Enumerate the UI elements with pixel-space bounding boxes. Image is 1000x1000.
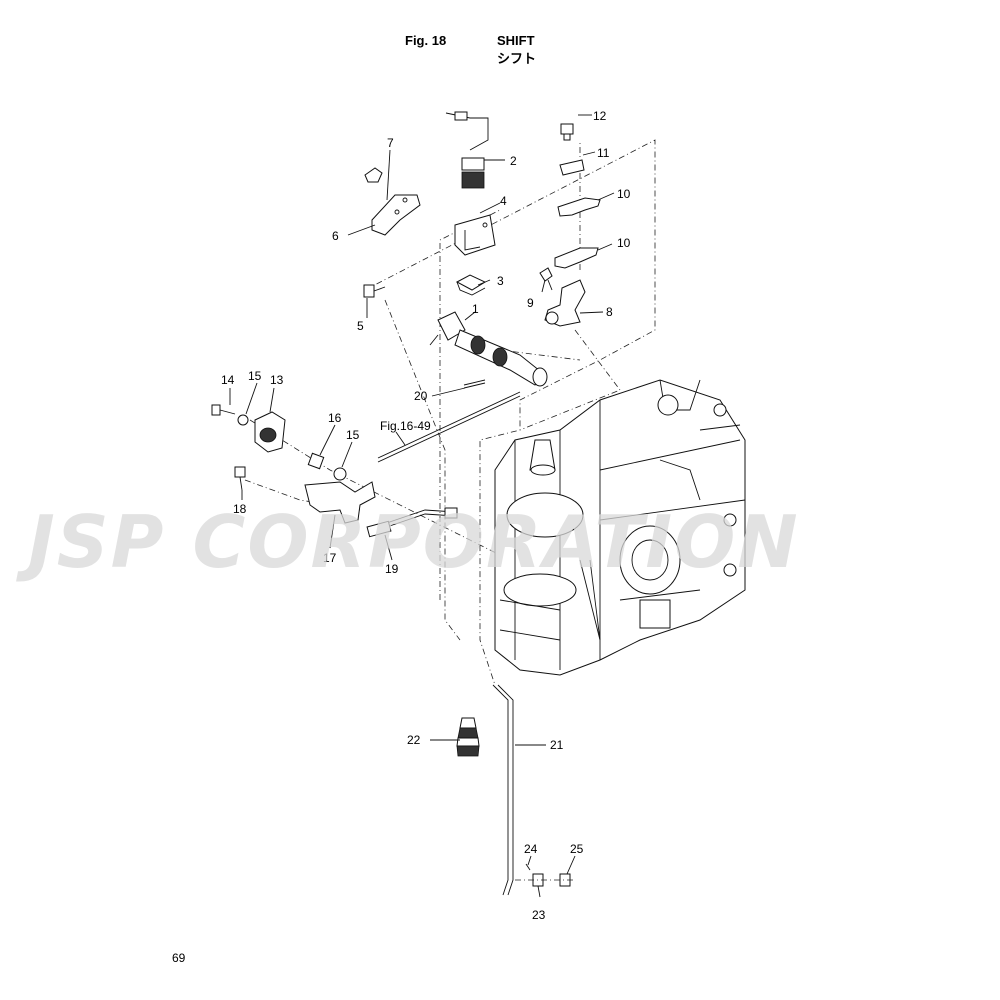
- callout-4: 4: [500, 194, 507, 208]
- part-21-shift-rod: [492, 684, 514, 896]
- callout-14: 14: [221, 373, 235, 387]
- callout-15-left: 15: [248, 369, 262, 383]
- part-1-shift-shaft: [429, 311, 548, 387]
- part-6-plate: [371, 194, 421, 236]
- callout-10-lower: 10: [617, 236, 631, 250]
- part-3-clip: [455, 274, 487, 296]
- callout-9: 9: [527, 296, 534, 310]
- callout-15-right: 15: [346, 428, 360, 442]
- figure-title-japanese: シフト: [497, 51, 537, 66]
- callout-21: 21: [550, 738, 564, 752]
- callout-8: 8: [606, 305, 613, 319]
- part-8-shift-lever: [544, 279, 586, 327]
- part-5-bolt: [363, 284, 386, 298]
- callout-2: 2: [510, 154, 517, 168]
- part-9-bolt: [539, 267, 553, 291]
- callout-12: 12: [593, 109, 607, 123]
- callout-25: 25: [570, 842, 584, 856]
- part-11-plate: [559, 159, 585, 176]
- part-24-pin: [525, 863, 531, 871]
- part-10-bracket-lower: [554, 247, 599, 269]
- part-19-rod: [366, 507, 458, 538]
- part-17-bracket: [304, 481, 376, 524]
- callout-1: 1: [472, 302, 479, 316]
- reference-fig-16-49: Fig.16-49: [380, 419, 431, 433]
- part-12-bolt: [560, 123, 574, 141]
- part-4-bracket: [454, 214, 496, 256]
- watermark-logo: JSP CORPORATION: [28, 500, 800, 584]
- figure-number: Fig. 18: [405, 33, 447, 48]
- part-10-bracket-upper: [557, 197, 601, 217]
- part-20-pin: [463, 379, 486, 389]
- callout-23: 23: [532, 908, 546, 922]
- callout-24: 24: [524, 842, 538, 856]
- callout-16: 16: [328, 411, 342, 425]
- part-15-washer-right: [333, 467, 347, 481]
- callout-22: 22: [407, 733, 421, 747]
- callout-17: 17: [323, 551, 337, 565]
- callout-18: 18: [233, 502, 247, 516]
- callout-11: 11: [597, 146, 610, 160]
- callout-3: 3: [497, 274, 504, 288]
- callout-7: 7: [387, 136, 394, 150]
- callout-19: 19: [385, 562, 399, 576]
- reference-rod: [377, 391, 521, 463]
- callout-10-upper: 10: [617, 187, 631, 201]
- part-15-washer-left: [237, 414, 249, 426]
- part-18-bolt: [234, 466, 246, 491]
- part-22-grommet: [456, 717, 480, 757]
- callout-5: 5: [357, 319, 364, 333]
- part-14-bolt: [211, 404, 236, 416]
- part-2-neutral-switch: [445, 111, 489, 189]
- callout-13: 13: [270, 373, 284, 387]
- callout-6: 6: [332, 229, 339, 243]
- part-13-bracket: [254, 411, 286, 453]
- part-16-collar: [307, 452, 325, 470]
- callout-20: 20: [414, 389, 428, 403]
- page-number: 69: [172, 951, 186, 965]
- part-7-grommet: [364, 167, 383, 183]
- engine-block: [494, 379, 746, 676]
- figure-title: SHIFT: [497, 33, 535, 48]
- callout-leaders: [229, 114, 615, 898]
